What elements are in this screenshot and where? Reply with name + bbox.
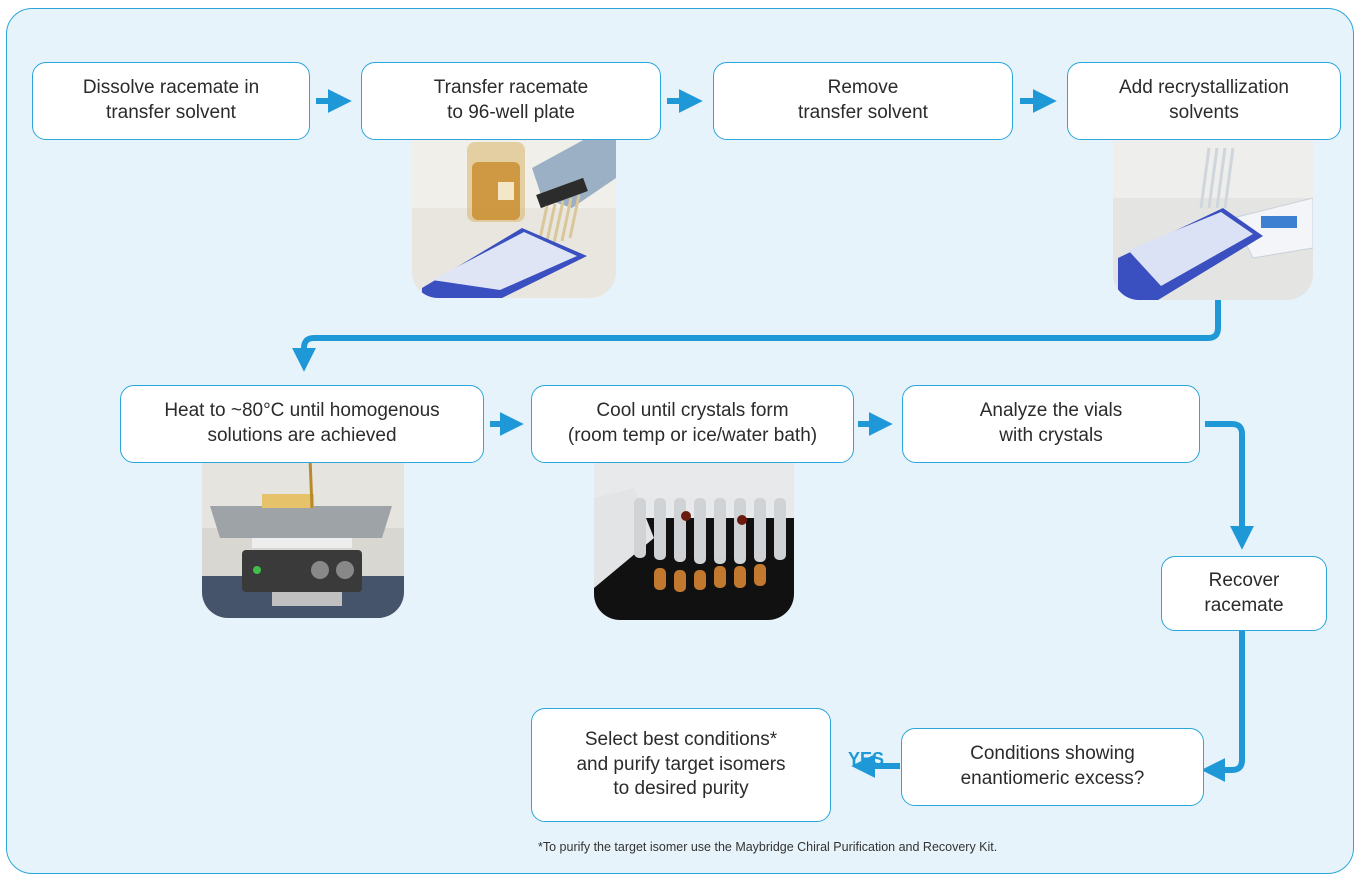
step-add-solvents-label: Add recrystallization solvents [1118,77,1290,123]
step-heat-homogenous: Heat to ~80°C until homogenous solutions… [120,385,484,463]
step-conditions-enantiomeric-excess: Conditions showing enantiomeric excess? [901,728,1204,806]
step-remove-solvent: Remove transfer solvent [713,62,1013,140]
step-add-recrystallization-solvents: Add recrystallization solvents [1067,62,1341,140]
step-conditions-label: Conditions showing enantiomeric excess? [960,743,1145,789]
footnote: *To purify the target isomer use the May… [538,840,998,854]
step-select-label: Select best conditions* and purify targe… [576,728,786,800]
step-cool-label: Cool until crystals form (room temp or i… [567,400,818,446]
step-recover-racemate: Recover racemate [1161,556,1327,631]
photo-crystal-vials [594,458,794,620]
step-dissolve-racemate: Dissolve racemate in transfer solvent [32,62,310,140]
step-cool-crystals: Cool until crystals form (room temp or i… [531,385,854,463]
step-dissolve-racemate-label: Dissolve racemate in transfer solvent [82,77,260,123]
step-heat-label: Heat to ~80°C until homogenous solutions… [164,400,440,446]
step-analyze-vials: Analyze the vials with crystals [902,385,1200,463]
step-remove-solvent-label: Remove transfer solvent [798,77,928,123]
photo-transfer-plate [412,138,616,298]
photo-add-solvents [1113,138,1313,300]
decision-yes-label: YES [848,749,885,769]
step-analyze-label: Analyze the vials with crystals [979,400,1123,446]
step-transfer-racemate-label: Transfer racemate to 96-well plate [433,77,589,123]
step-transfer-racemate: Transfer racemate to 96-well plate [361,62,661,140]
step-recover-label: Recover racemate [1204,569,1284,616]
photo-heat-bath [202,458,404,618]
step-select-best-conditions: Select best conditions* and purify targe… [531,708,831,822]
